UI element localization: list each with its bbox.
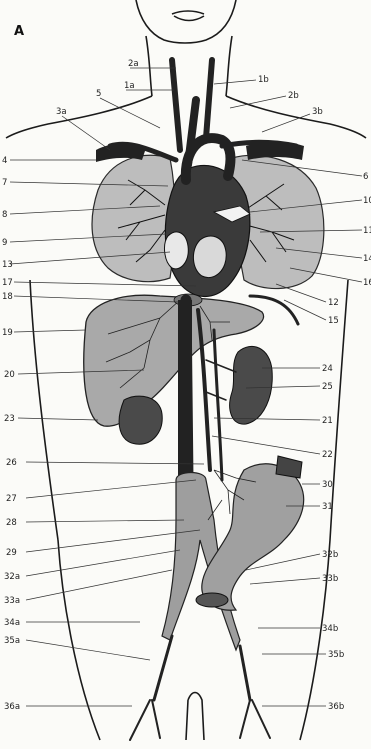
label-10: 10: [363, 196, 371, 206]
label-21: 21: [322, 416, 333, 426]
label-14: 14: [363, 254, 371, 264]
label-23: 23: [4, 414, 15, 424]
label-25: 25: [322, 382, 333, 392]
label-34b: 34b: [322, 624, 338, 634]
label-2b: 2b: [288, 91, 299, 101]
label-3a: 3a: [56, 107, 67, 117]
femoral-vessels: [130, 700, 270, 740]
label-19: 19: [2, 328, 13, 338]
label-35a: 35a: [4, 636, 20, 646]
label-32a: 32a: [4, 572, 20, 582]
colon-cut-end-upper: [276, 456, 302, 478]
label-32b: 32b: [322, 550, 338, 560]
label-4: 4: [2, 156, 7, 166]
neck-left: [146, 36, 152, 96]
groin: [186, 693, 204, 741]
label-16: 16: [363, 278, 371, 288]
superior-vena-cava: [188, 100, 196, 165]
label-27: 27: [6, 494, 17, 504]
right-lung: [92, 155, 175, 281]
chin-outline: [136, 0, 236, 43]
lips: [172, 11, 204, 21]
label-28: 28: [6, 518, 17, 528]
label-33a: 33a: [4, 596, 20, 606]
right-kidney: [119, 396, 162, 444]
left-kidney: [230, 346, 273, 424]
left-clavicle-shadow: [246, 142, 304, 161]
label-15: 15: [328, 316, 339, 326]
label-13: 13: [2, 260, 13, 270]
label-1a: 1a: [124, 81, 135, 91]
label-2a: 2a: [128, 59, 139, 69]
label-17: 17: [2, 278, 13, 288]
left-shoulder: [6, 96, 152, 138]
heart-chamber-opening: [193, 236, 226, 278]
label-18: 18: [2, 292, 13, 302]
label-20: 20: [4, 370, 15, 380]
label-6: 6: [363, 172, 368, 182]
label-26: 26: [6, 458, 17, 468]
right-carotid: [172, 60, 180, 150]
vena-cava-shadow: [178, 300, 192, 480]
right-shoulder: [226, 96, 366, 138]
label-35b: 35b: [328, 650, 344, 660]
label-9: 9: [2, 238, 7, 248]
label-36b: 36b: [328, 702, 344, 712]
label-7: 7: [2, 178, 7, 188]
label-5: 5: [96, 89, 101, 99]
left-flank: [30, 280, 58, 540]
label-36a: 36a: [4, 702, 20, 712]
left-thigh: [58, 540, 100, 740]
label-30: 30: [322, 480, 333, 490]
right-thigh: [300, 540, 330, 740]
heart-atrium-opening: [165, 232, 189, 269]
superior-mesenteric-vein: [214, 330, 222, 480]
label-29: 29: [6, 548, 17, 558]
label-3b: 3b: [312, 107, 323, 117]
colon: [202, 464, 304, 610]
colon-cut-end-lower: [196, 593, 228, 607]
neck-right: [226, 36, 232, 96]
label-34a: 34a: [4, 618, 20, 628]
label-1b: 1b: [258, 75, 269, 85]
label-12: 12: [328, 298, 339, 308]
panel-letter: A: [14, 24, 24, 39]
label-33b: 33b: [322, 574, 338, 584]
left-carotid: [206, 60, 212, 138]
label-31: 31: [322, 502, 333, 512]
label-24: 24: [322, 364, 333, 374]
label-11: 11: [363, 226, 371, 236]
label-22: 22: [322, 450, 333, 460]
label-8: 8: [2, 210, 7, 220]
